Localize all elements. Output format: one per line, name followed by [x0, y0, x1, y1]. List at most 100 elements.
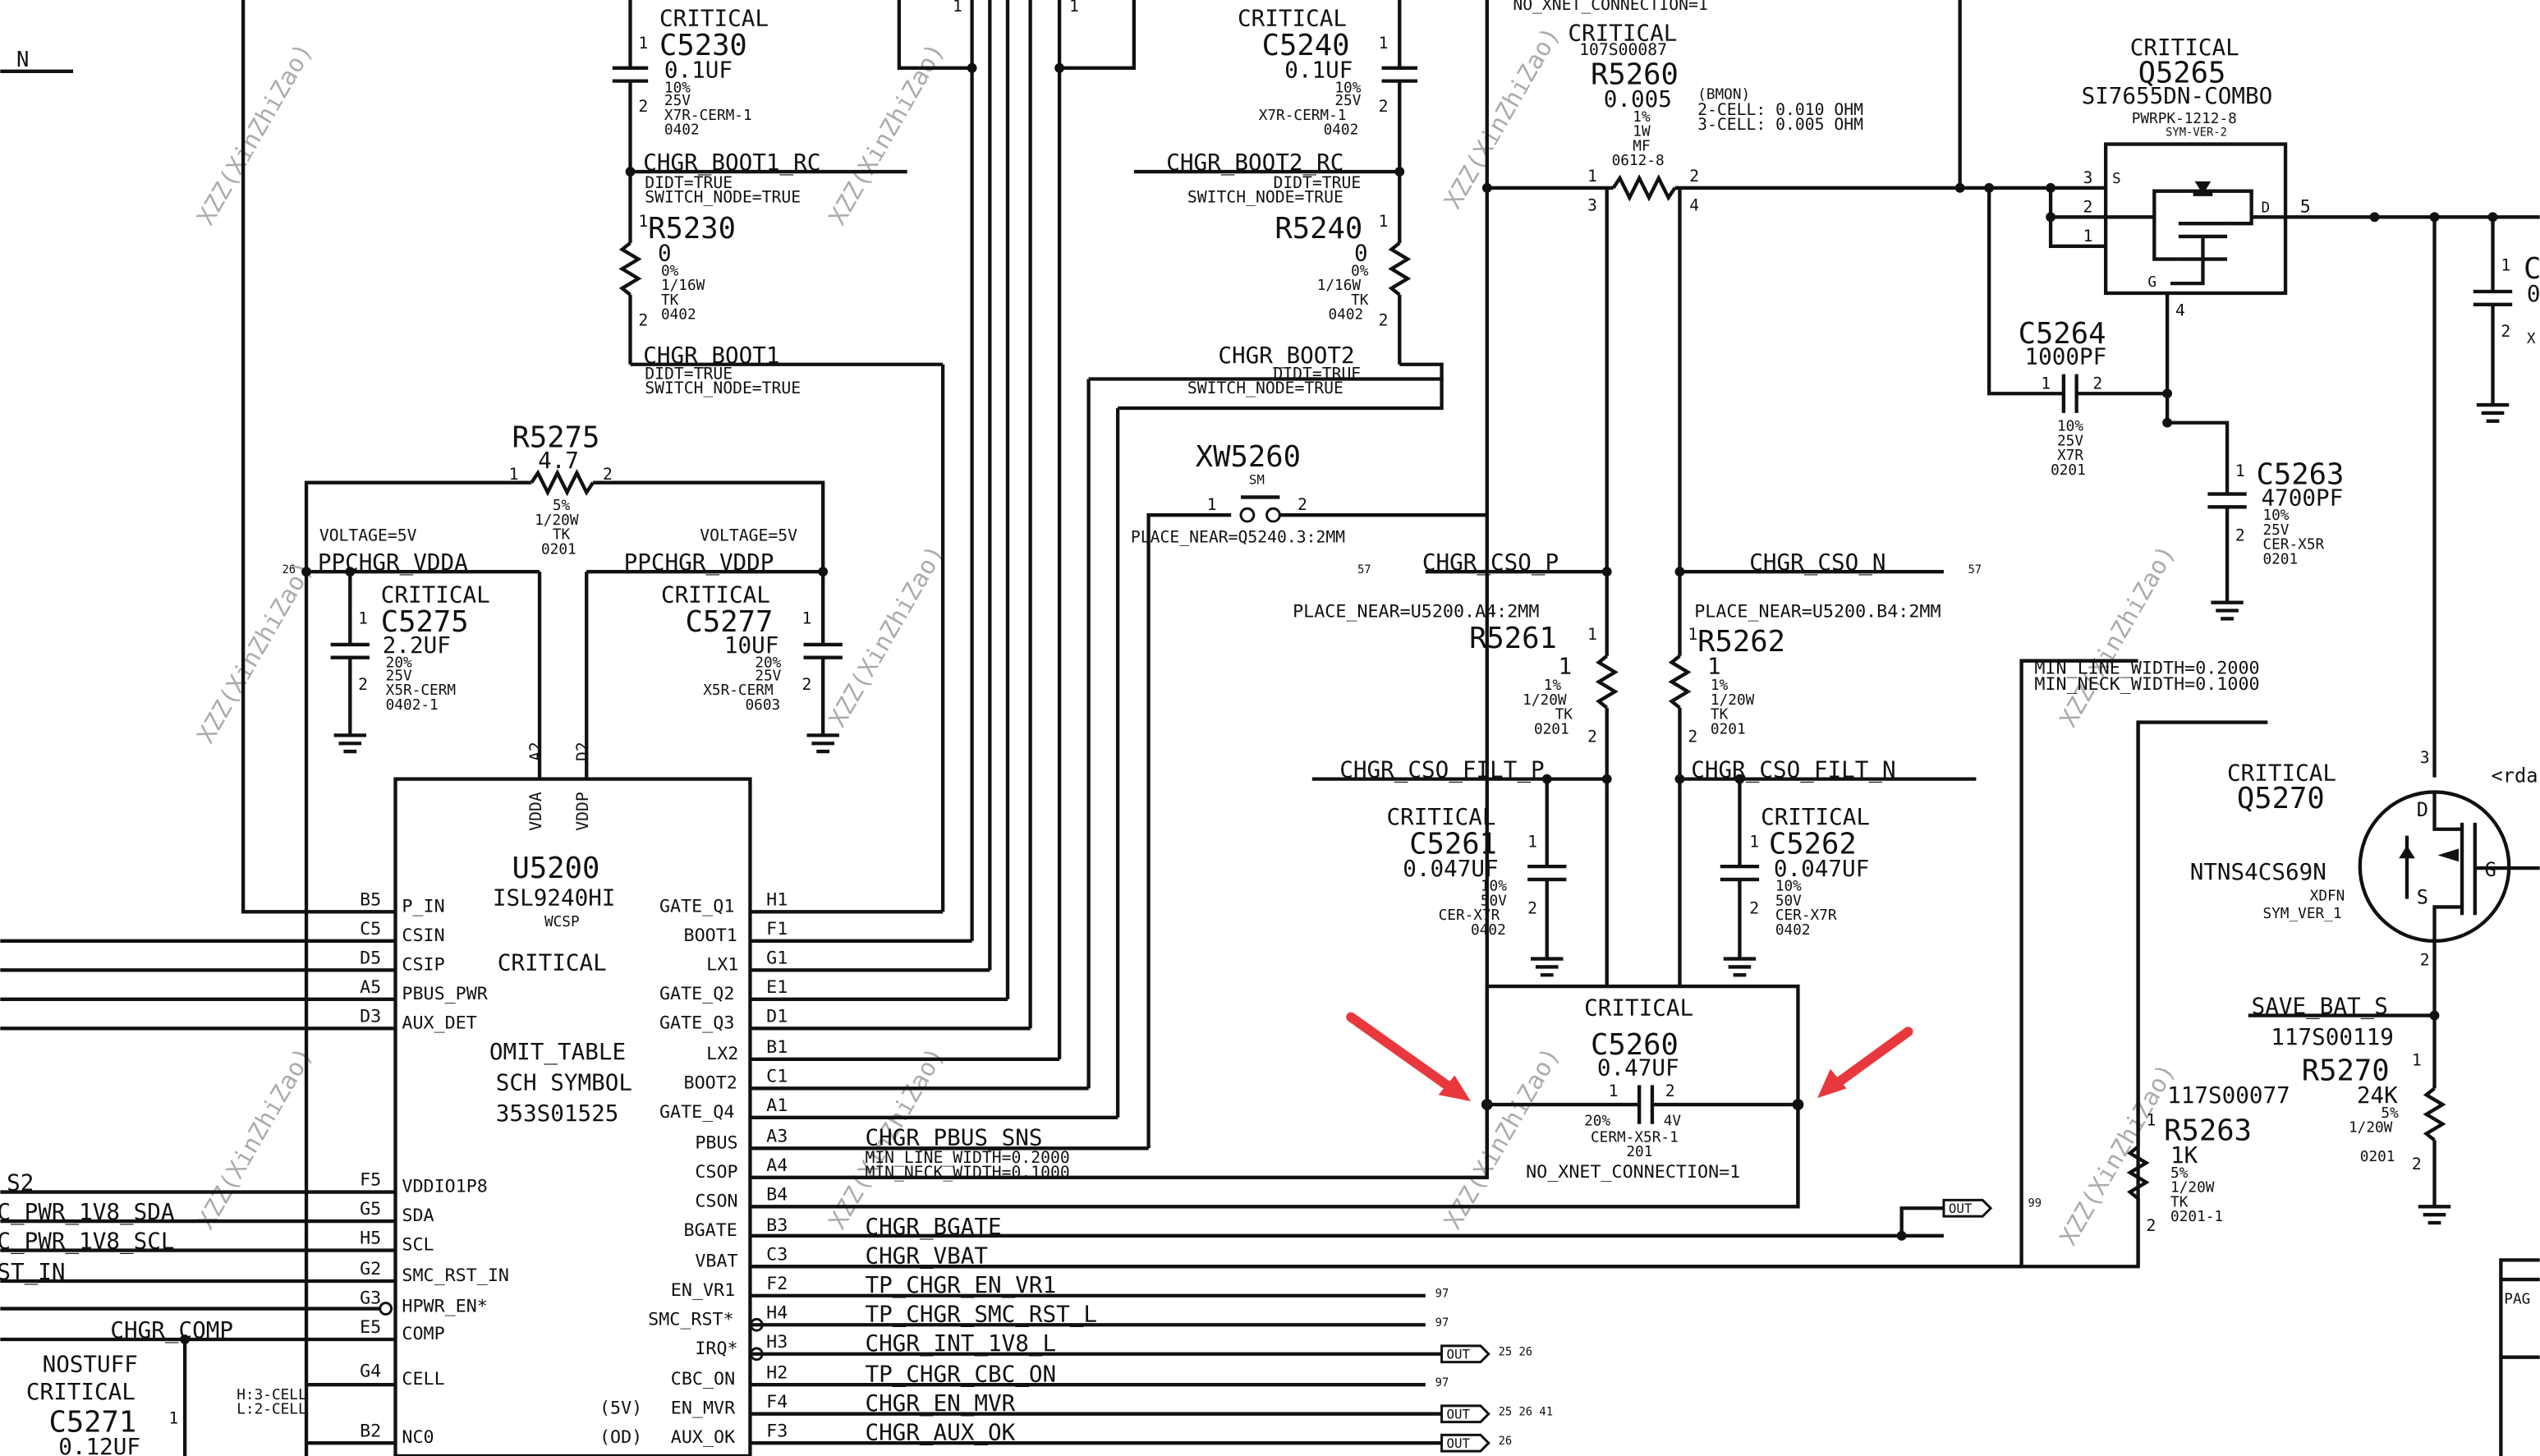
r5263-resistor[interactable]: 117S00077 R5263 1K 5% 1/20W TK 0201-1 1 …	[2126, 722, 2290, 1267]
pin-2: 2	[638, 97, 648, 116]
u5200-left-pins: B5 P_IN C5 CSIN D5 CSIP A5 PBUS_PWR D3 A…	[360, 889, 509, 1448]
r5262-tolerance: 1%	[1711, 677, 1729, 694]
r5270-resistor[interactable]: 117S00119 R5270 24K 5% 1/20W 0201 1 2	[2271, 1015, 2451, 1225]
c5271-critical: CRITICAL	[26, 1378, 135, 1405]
r5270-value: 24K	[2357, 1082, 2398, 1109]
net-save-bat-s: SAVE_BAT_S	[2252, 993, 2388, 1021]
u5200-part-number: 353S01525	[496, 1100, 619, 1127]
pin-2: 2	[1689, 167, 1699, 186]
r5260-part-number: 107S00087	[1579, 40, 1667, 59]
q5265-mosfet[interactable]: CRITICAL Q5265 SI7655DN-COMBO PWRPK-1212…	[1954, 0, 2540, 423]
c5263-capacitor[interactable]: C5263 4700PF 10% 25V CER-X5R 0201 1 2	[2162, 417, 2344, 621]
gate-label: G	[2147, 274, 2156, 291]
r5261-package: 0201	[1534, 721, 1569, 737]
pin-2: 2	[1379, 310, 1389, 329]
xref: 26	[1499, 1435, 1513, 1448]
c5271-capacitor[interactable]: NOSTUFF CRITICAL C5271 0.12UF 1	[26, 1350, 178, 1456]
c5277-dielectric: X5R-CERM	[703, 682, 773, 699]
u5200-ic[interactable]: A2 D2 VDDA VDDP U5200 ISL9240HI WCSP CRI…	[237, 572, 788, 1456]
c5260-refdes: C5260	[1591, 1028, 1679, 1062]
right-edge-capacitor[interactable]: C 0 X 1 2	[2473, 212, 2540, 423]
c5277-capacitor[interactable]: CRITICAL C5277 10UF 20% 25V X5R-CERM 060…	[661, 572, 843, 754]
c5262-value: 0.047UF	[1774, 855, 1869, 882]
c5263-tolerance: 10%	[2262, 508, 2289, 524]
r5240-resistor[interactable]: CHGR_BOOT2_RC DIDT=TRUE SWITCH_NODE=TRUE…	[1133, 149, 1412, 365]
c5264-capacitor[interactable]: C5264 1000PF 1 2 10% 25V X7R 0201	[1984, 182, 2173, 479]
c5261-dielectric: CER-X7R	[1439, 907, 1500, 924]
r5261-resistor[interactable]: R5261 1 1% 1/20W TK 0201 1 2	[1469, 572, 1619, 779]
switch-node-note: SWITCH_NODE=TRUE	[1187, 379, 1343, 397]
c5277-tolerance: 20%	[755, 655, 781, 672]
pin-name: GATE_Q4	[659, 1102, 734, 1123]
c5275-capacitor[interactable]: CRITICAL C5275 2.2UF 20% 25V X5R-CERM 04…	[330, 572, 490, 754]
out-port-en-mvr[interactable]: OUT 25 26 41	[1440, 1404, 1553, 1424]
switch-node-note: SWITCH_NODE=TRUE	[1187, 188, 1343, 207]
u5200-refdes: U5200	[512, 852, 600, 885]
c5240-voltage: 25V	[1334, 93, 1361, 109]
c5277-refdes: C5277	[686, 605, 774, 639]
pin-num: C5	[360, 919, 381, 939]
watermark: XZZ(XinZhiZao)	[2054, 1059, 2180, 1250]
r5240-power: 1/16W	[1317, 278, 1362, 294]
r5263-power: 1/20W	[2170, 1180, 2215, 1196]
pin-2: 2	[2501, 322, 2510, 341]
c5230-critical: CRITICAL	[659, 5, 769, 32]
watermarks: XZZ(XinZhiZao) XZZ(XinZhiZao) XZZ(XinZhi…	[191, 22, 2180, 1250]
xw5260-shunt[interactable]: XW5260 SM 1 2 PLACE_NEAR=Q5240.3:2MM	[1131, 440, 1487, 547]
r5230-resistor[interactable]: CHGR_BOOT1_RC DIDT=TRUE SWITCH_NODE=TRUE…	[618, 149, 907, 365]
pin-name: PBUS_PWR	[402, 984, 488, 1004]
pin-2: 2	[2420, 950, 2430, 969]
pin-2: 2	[1749, 898, 1759, 917]
c5230-capacitor[interactable]: CRITICAL C5230 0.1UF 10% 25V X7R-CERM-1 …	[612, 0, 769, 172]
vddp-pin-num: D2	[573, 742, 592, 761]
pin-name: EN_VR1	[671, 1280, 735, 1301]
c5264-package: 0201	[2051, 462, 2086, 479]
net-pwr-1v8-sda: C_PWR_1V8_SDA	[0, 1198, 175, 1226]
r5263-value: 1K	[2170, 1141, 2198, 1169]
net-pbus-sns-neck: MIN_NECK_WIDTH=0.1000	[865, 1163, 1069, 1182]
r5260-resistor[interactable]: NO_XNET_CONNECTION=1 CRITICAL 107S00087 …	[1481, 0, 2051, 572]
c5260-value: 0.47UF	[1597, 1054, 1679, 1082]
q5270-refdes: Q5270	[2237, 782, 2325, 815]
c5240-capacitor[interactable]: CRITICAL C5240 0.1UF 10% 25V X7R-CERM-1 …	[1238, 0, 1417, 172]
out-port-int[interactable]: OUT 25 26	[1440, 1344, 1533, 1364]
out-port-bgate[interactable]: OUT 99	[1896, 1196, 2042, 1241]
c5277-value: 10UF	[724, 632, 779, 659]
watermark: XZZ(XinZhiZao)	[823, 540, 949, 732]
c5262-critical: CRITICAL	[1761, 803, 1870, 830]
pin-2: 2	[802, 675, 812, 694]
c5262-capacitor[interactable]: CRITICAL C5262 0.047UF 10% 50V CER-X7R 0…	[1720, 779, 1870, 977]
r5270-part-number: 117S00119	[2271, 1023, 2394, 1050]
r5262-value: 1	[1707, 652, 1721, 679]
r5275-value: 4.7	[538, 447, 579, 474]
didt-note: DIDT=TRUE	[1273, 173, 1361, 192]
c5261-capacitor[interactable]: CRITICAL C5261 0.047UF 10% 50V CER-X7R 0…	[1386, 779, 1567, 977]
r5263-package: 0201-1	[2170, 1209, 2223, 1225]
net-cso-filt-p: CHGR_CSO_FILT_P	[1339, 756, 1544, 784]
xref: 97	[1435, 1376, 1449, 1389]
r5260-material: MF	[1633, 138, 1650, 154]
min-neck-width-note: MIN_NECK_WIDTH=0.1000	[2034, 674, 2259, 695]
edge-cap-dielectric: X	[2527, 331, 2536, 347]
cell-note-h: H:3-CELL	[237, 1387, 306, 1403]
pin-name: BGATE	[684, 1220, 737, 1241]
r5262-resistor[interactable]: R5262 1 1% 1/20W TK 0201 1 2	[1668, 572, 1785, 779]
net-smc-rst-in: ST_IN	[0, 1258, 65, 1286]
r5260-package: 0612-8	[1612, 153, 1665, 169]
r5263-tolerance: 5%	[2170, 1165, 2189, 1182]
c5230-refdes: C5230	[659, 29, 747, 62]
pin-name: GATE_Q3	[659, 1013, 734, 1033]
pin-num: F2	[766, 1274, 788, 1294]
c5260-capacitor[interactable]: CRITICAL C5260 0.47UF 1 2 20% 4V CERM-X5…	[1481, 779, 1804, 1207]
q5270-mosfet[interactable]: CRITICAL Q5270 NTNS4CS69N XDFN SYM_VER_1…	[2190, 217, 2540, 1016]
pin-2: 2	[2092, 374, 2102, 393]
r5260-critical: CRITICAL	[1568, 19, 1677, 46]
out-port-aux-ok[interactable]: OUT 26	[1440, 1433, 1513, 1453]
net-boot1-rc: CHGR_BOOT1_RC	[643, 149, 820, 177]
r5261-value: 1	[1559, 652, 1573, 679]
c5261-voltage: 50V	[1481, 893, 1507, 909]
r5275-resistor[interactable]: R5275 4.7 5% 1/20W TK 0201 1 2	[304, 420, 825, 572]
net-cso-filt-n: CHGR_CSO_FILT_N	[1691, 756, 1895, 784]
r5230-refdes: R5230	[648, 212, 736, 246]
net-pbus-sns-line: MIN_LINE_WIDTH=0.2000	[865, 1148, 1069, 1167]
